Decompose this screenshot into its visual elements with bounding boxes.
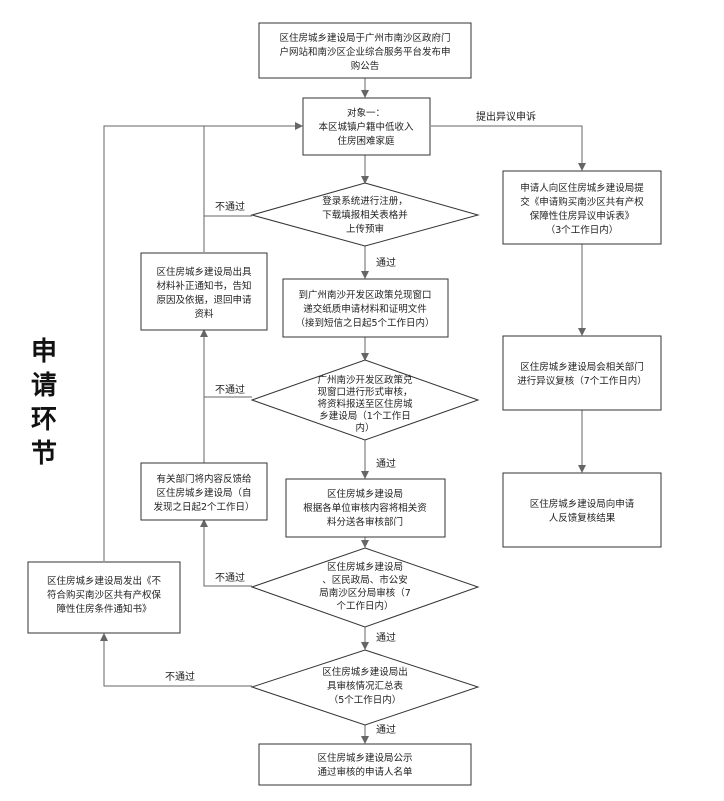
publish-line: 通过审核的申请人名单 (317, 766, 413, 778)
announce-line: 户网站和南沙区企业综合服务平台发布申 (279, 46, 450, 58)
announce-line: 区住房城乡建设局于广州市南沙区政府门 (279, 32, 450, 44)
decision-register-line: 下载填报相关表格并 (322, 209, 408, 221)
publish-line: 区住房城乡建设局公示 (317, 752, 412, 764)
recheck-line: 进行异议复核（7个工作日内） (517, 375, 647, 387)
edge-label-pass: 通过 (376, 723, 396, 736)
result-line: 人反馈复核结果 (549, 512, 616, 524)
submit-line: 到广州南沙开发区政策兑现窗口 (298, 289, 431, 301)
distribute-line: 料分送各审核部门 (327, 516, 403, 528)
decision-window-line: 乡建设局（1个工作日 (319, 410, 411, 422)
submit-line: 递交纸质申请材料和证明文件 (303, 303, 427, 315)
notice-fail-line: 障性住房条件通知书》 (56, 603, 151, 615)
notice-fail-box: 区住房城乡建设局发出《不 符合购买南沙区共有产权保 障性住房条件通知书》 (27, 561, 181, 634)
decision-review-line: 个工作日内） (336, 600, 393, 612)
decision-register: 登录系统进行注册， 下载填报相关表格并 上传预审 (250, 182, 480, 247)
feedback-line: 有关部门将内容反馈给 (156, 473, 252, 485)
decision-register-line: 登录系统进行注册， (322, 195, 408, 207)
side-label-char: 申 (31, 337, 57, 367)
distribute-line: 根据各单位审核内容将相关资 (303, 502, 427, 514)
decision-review-line: 区住房城乡建设局 (327, 561, 403, 573)
submit-line: （接到短信之日起5个工作日内） (295, 317, 434, 329)
decision-window-line: 将资料报送至区住房城 (317, 398, 413, 410)
target-line: 对象一： (347, 107, 385, 119)
edge-summary-fail (100, 633, 252, 687)
decision-summary: 区住房城乡建设局出 具审核情况汇总表 （5个工作日内） (250, 649, 480, 726)
distribute-box: 区住房城乡建设局 根据各单位审核内容将相关资 料分送各审核部门 (285, 478, 446, 538)
supplement-box: 区住房城乡建设局出具 材料补正通知书，告知 原因及依据，退回申请 资料 (140, 252, 268, 331)
supplement-line: 材料补正通知书，告知 (156, 280, 251, 292)
feedback-line: 发现之日起2个工作日） (153, 501, 254, 513)
objection-line: 保障性住房异议申诉表》 (530, 210, 635, 222)
announce-line: 购公告 (351, 60, 380, 72)
edge-notice-back (103, 125, 204, 561)
edge-label-pass: 通过 (376, 256, 396, 269)
edge-register-fail (203, 215, 252, 252)
objection-line: 申请人向区住房城乡建设局提 (520, 182, 644, 194)
submit-box: 到广州南沙开发区政策兑现窗口 递交纸质申请材料和证明文件 （接到短信之日起5个工… (282, 278, 449, 338)
objection-line: （3个工作日内） (546, 224, 619, 236)
edge-labels: 不通过 不通过 不通过 不通过 通过 通过 通过 通过 提出异议申诉 (165, 110, 536, 736)
objection-line: 交《申请购买南沙区共有产权 (520, 196, 644, 208)
supplement-line: 资料 (194, 308, 214, 320)
edge-label-pass: 通过 (376, 457, 396, 470)
edge-supplement-back (203, 122, 303, 252)
side-label-char: 请 (31, 371, 57, 401)
feedback-line: 区住房城乡建设局（自 (156, 487, 251, 499)
edge-label-objection: 提出异议申诉 (476, 110, 536, 123)
connectors (100, 78, 586, 744)
recheck-box: 区住房城乡建设局会相关部门 进行异议复核（7个工作日内） (502, 335, 662, 411)
announce-box: 区住房城乡建设局于广州市南沙区政府门 户网站和南沙区企业综合服务平台发布申 购公… (258, 22, 472, 79)
notice-fail-line: 符合购买南沙区共有产权保 (47, 589, 162, 601)
decision-window-line: 现窗口进行形式审核， (317, 386, 412, 398)
decision-review-line: 、区民政局、市公安 (322, 574, 408, 586)
result-box: 区住房城乡建设局向申请 人反馈复核结果 (502, 472, 662, 548)
target-line: 本区城镇户籍中低收入 (318, 121, 414, 133)
publish-box: 区住房城乡建设局公示 通过审核的申请人名单 (258, 743, 472, 786)
result-line: 区住房城乡建设局向申请 (530, 498, 635, 510)
recheck-line: 区住房城乡建设局会相关部门 (520, 361, 644, 373)
side-label-char: 节 (31, 439, 57, 469)
supplement-line: 原因及依据，退回申请 (156, 294, 252, 306)
decision-window-line: 内） (355, 422, 374, 434)
edge-objection (431, 125, 586, 171)
objection-box: 申请人向区住房城乡建设局提 交《申请购买南沙区共有产权 保障性住房异议申诉表》 … (502, 170, 662, 245)
decision-window-line: 广州南沙开发区政策兑 (317, 374, 413, 386)
edge-label-fail: 不通过 (165, 670, 195, 683)
edge-label-pass: 通过 (376, 631, 396, 644)
feedback-box: 有关部门将内容反馈给 区住房城乡建设局（自 发现之日起2个工作日） (140, 462, 268, 521)
notice-fail-line: 区住房城乡建设局发出《不 (47, 575, 162, 587)
distribute-line: 区住房城乡建设局 (327, 488, 403, 500)
target-box: 对象一： 本区城镇户籍中低收入 住房困难家庭 (302, 97, 431, 156)
side-label: 申 请 环 节 (31, 337, 57, 469)
edge-review-fail (200, 519, 252, 587)
edge-label-fail: 不通过 (215, 571, 245, 584)
decision-register-line: 上传预审 (346, 223, 384, 235)
decision-review-line: 局南沙区分局审核（7 (319, 587, 411, 599)
decision-summary-line: 具审核情况汇总表 (327, 680, 404, 692)
decision-summary-line: （5个工作日内） (329, 694, 402, 706)
side-label-char: 环 (31, 405, 57, 435)
edge-label-fail: 不通过 (215, 200, 245, 213)
supplement-line: 区住房城乡建设局出具 (156, 266, 252, 278)
decision-review: 区住房城乡建设局 、区民政局、市公安 局南沙区分局审核（7 个工作日内） (250, 547, 480, 628)
edge-label-fail: 不通过 (215, 383, 245, 396)
decision-summary-line: 区住房城乡建设局出 (322, 666, 408, 678)
decision-window: 广州南沙开发区政策兑 现窗口进行形式审核， 将资料报送至区住房城 乡建设局（1个… (250, 359, 480, 441)
target-line: 住房困难家庭 (337, 135, 395, 147)
